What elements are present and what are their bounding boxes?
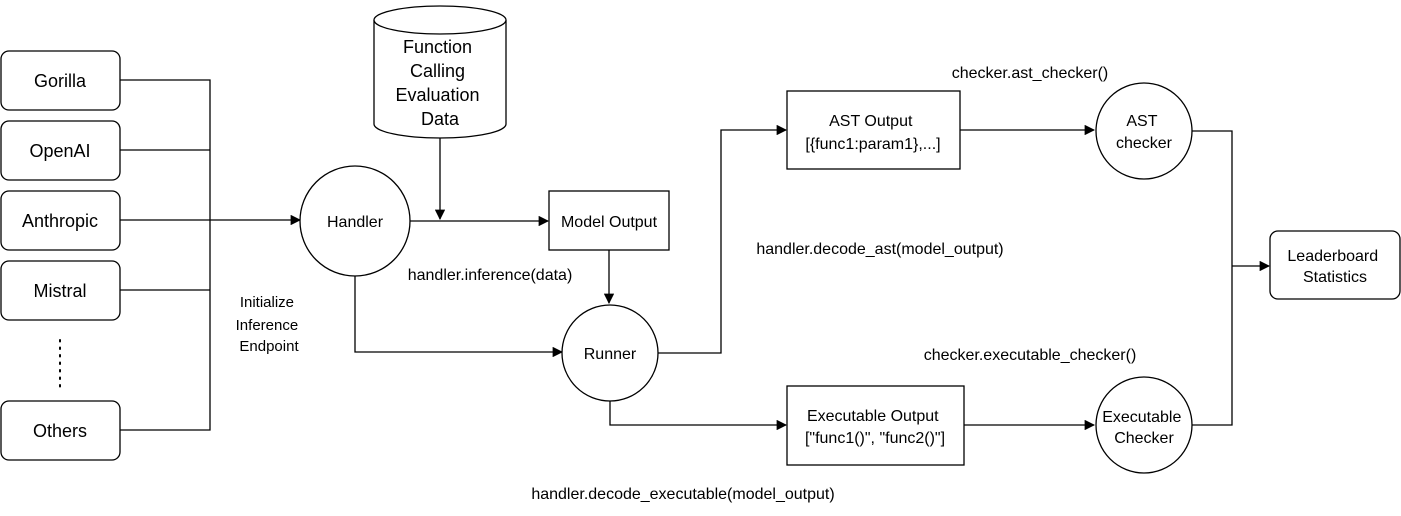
ast-checker-label: AST checker [1116, 113, 1173, 152]
label-decode-ast: handler.decode_ast(model_output) [756, 241, 1003, 258]
provider-openai-label: OpenAI [29, 141, 90, 161]
ast-checker-node: AST checker [1095, 82, 1193, 180]
provider-others-label: Others [33, 421, 87, 441]
exec-checker-label: Executable Checker [1102, 409, 1186, 447]
exec-checker-node: Executable Checker [1095, 376, 1193, 474]
provider-bus [120, 79, 211, 431]
edge-runner-to-exec-output [609, 401, 788, 431]
leaderboard-label: Leaderboard Statistics [1287, 248, 1382, 286]
provider-mistral-label: Mistral [34, 281, 87, 301]
leaderboard-node: Leaderboard Statistics [1269, 230, 1401, 300]
label-ast-check-call: checker.ast_checker() [952, 65, 1109, 82]
provider-anthropic: Anthropic [0, 190, 121, 251]
label-decode-exec: handler.decode_executable(model_output) [531, 486, 834, 503]
edge-checkers-bus [1192, 130, 1233, 426]
label-inference: handler.inference(data) [408, 267, 573, 284]
ast-output-label: AST Output [{func1:param1},...] [805, 113, 940, 153]
handler-label: Handler [327, 214, 384, 231]
edge-handler-to-runner [354, 276, 564, 358]
runner-label: Runner [584, 346, 637, 363]
handler-node: Handler [299, 165, 411, 277]
edge-runner-to-ast-output [658, 124, 788, 354]
model-output-node: Model Output [548, 190, 670, 251]
database-label: Function Calling Evaluation Data [395, 37, 484, 129]
database-cylinder: Function Calling Evaluation Data [373, 5, 507, 139]
provider-mistral: Mistral [0, 260, 121, 321]
label-exec-check-call: checker.executable_checker() [924, 347, 1137, 364]
provider-openai: OpenAI [0, 120, 121, 181]
label-initialize: Initialize Inference Endpoint [236, 294, 303, 355]
model-output-label: Model Output [561, 214, 658, 231]
runner-node: Runner [561, 304, 659, 402]
exec-output-node: Executable Output ["func1()", "func2()"] [786, 385, 965, 466]
provider-others: Others [0, 400, 121, 461]
provider-gorilla-label: Gorilla [34, 71, 87, 91]
ast-output-node: AST Output [{func1:param1},...] [786, 90, 961, 170]
exec-output-label: Executable Output ["func1()", "func2()"] [805, 408, 945, 447]
provider-gorilla: Gorilla [0, 50, 121, 111]
provider-anthropic-label: Anthropic [22, 211, 98, 231]
